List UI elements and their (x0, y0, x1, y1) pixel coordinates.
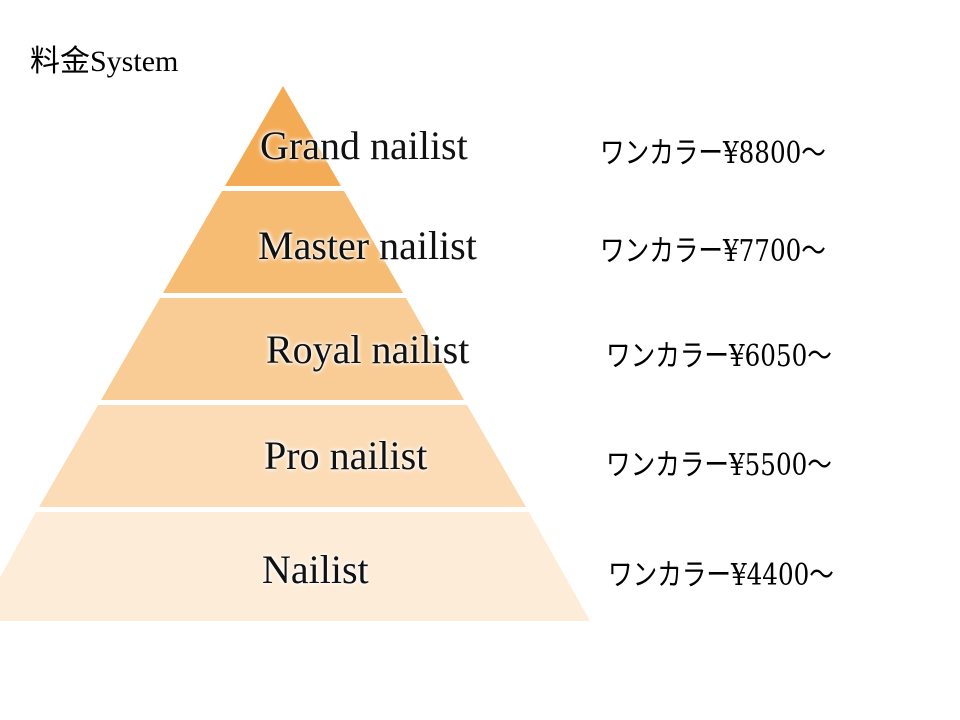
pyramid-tier-nailist (0, 512, 590, 621)
tier-price-master: ワンカラー¥7700～ (600, 234, 826, 269)
pyramid-tier-royal (101, 298, 464, 400)
tier-price-nailist: ワンカラー¥4400～ (608, 558, 834, 593)
tier-price-pro: ワンカラー¥5500～ (606, 448, 832, 483)
tier-label-nailist: Nailist (262, 547, 369, 592)
tier-price-grand: ワンカラー¥8800～ (600, 136, 826, 171)
pyramid-tier-pro (39, 405, 526, 507)
page-title: 料金System (30, 45, 179, 78)
pyramid-tier-grand (225, 86, 341, 186)
pyramid-tier-master (163, 191, 403, 293)
tier-label-master: Master nailist (258, 223, 477, 268)
tier-label-grand: Grand nailist (260, 123, 468, 168)
tier-label-pro: Pro nailist (264, 433, 428, 478)
tier-price-royal: ワンカラー¥6050～ (606, 339, 832, 374)
tier-label-royal: Royal nailist (266, 327, 470, 372)
